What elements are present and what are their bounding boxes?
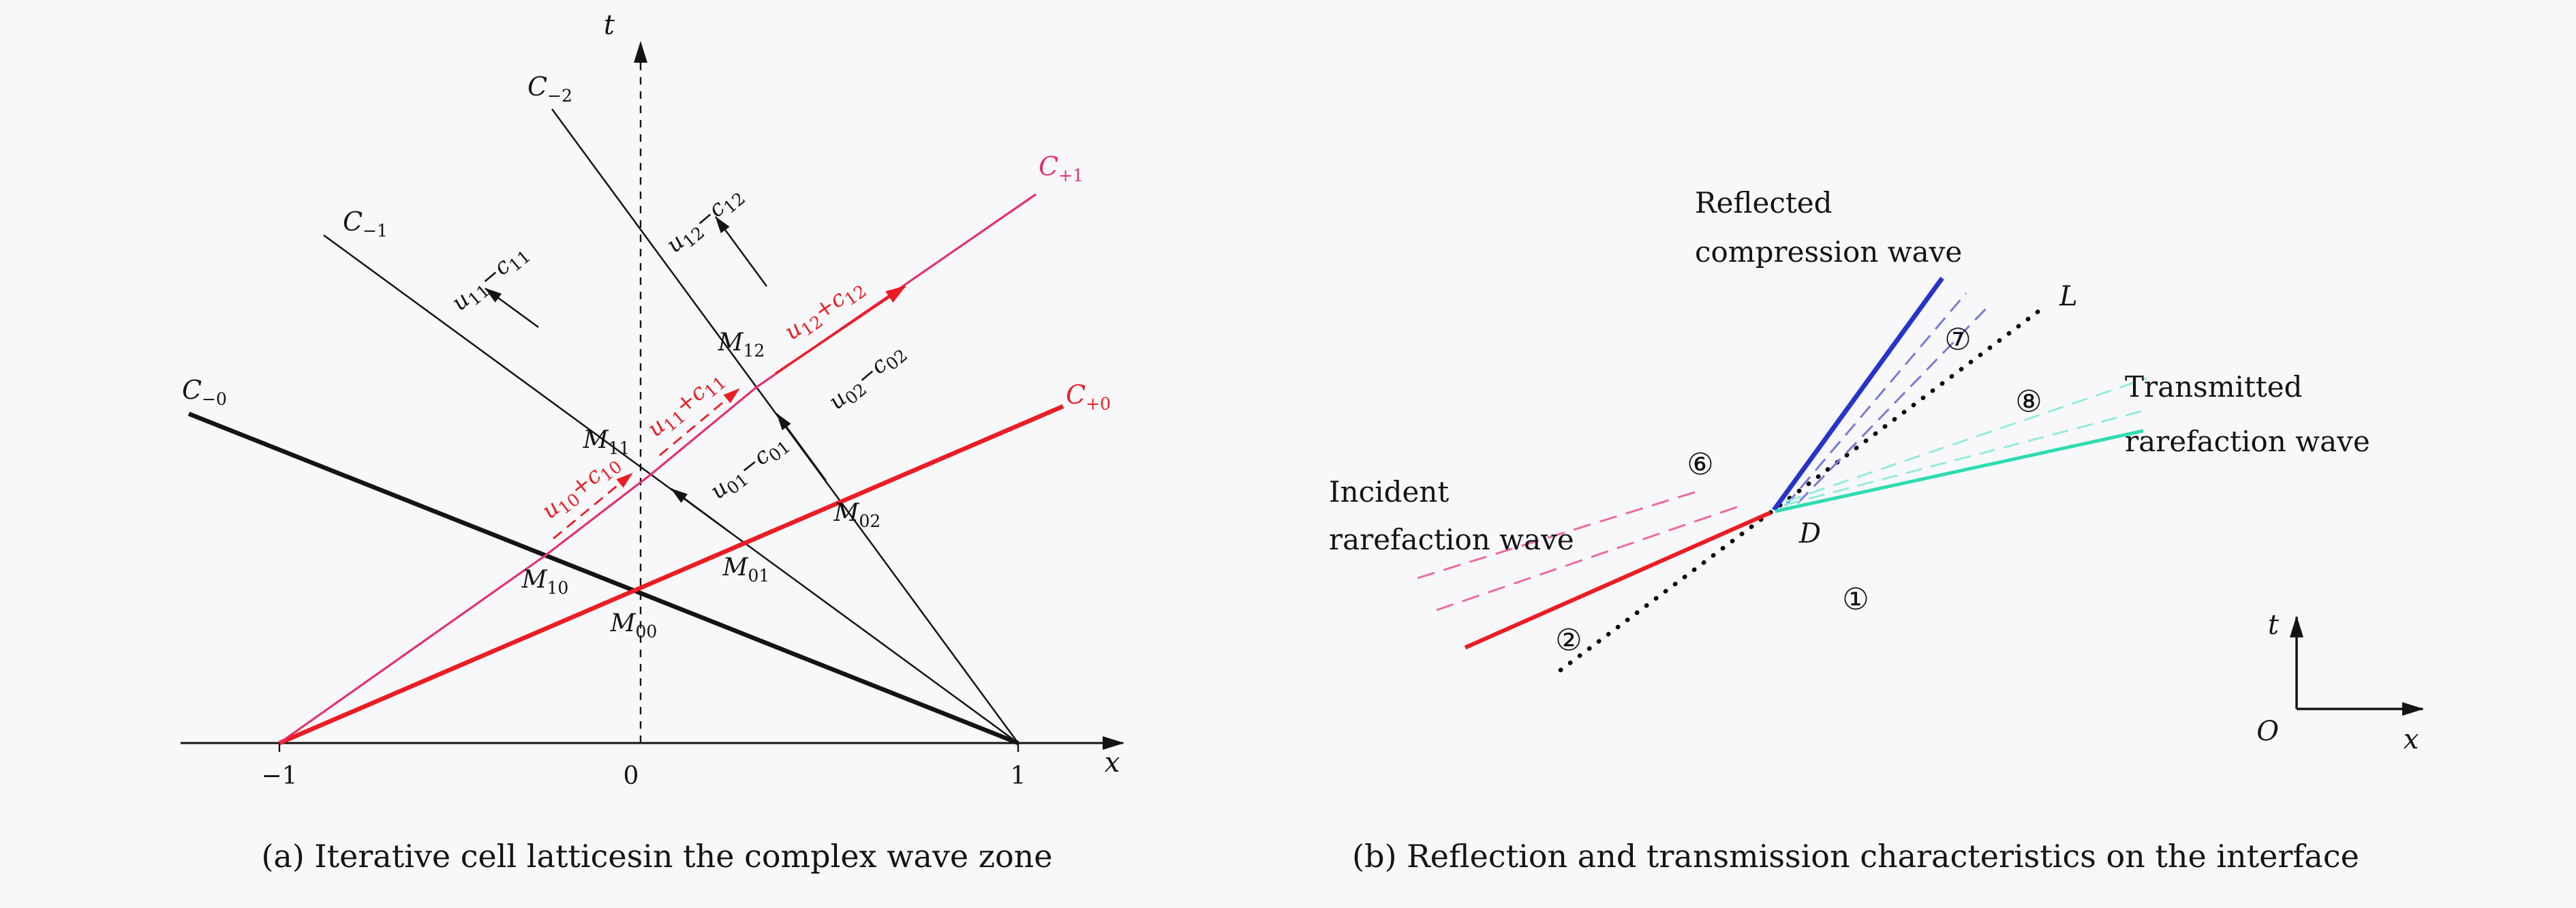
m12-label: M12 xyxy=(718,329,765,361)
c-minus-2-label: C−2 xyxy=(527,72,572,106)
c-minus-1-label: C−1 xyxy=(343,207,388,241)
region-1-badge: ① xyxy=(1842,582,1869,617)
u02-minus-arrow xyxy=(776,413,827,481)
reflected-label-line1: Reflected xyxy=(1695,186,1833,220)
tick-label-minus-one: −1 xyxy=(261,762,297,790)
c-minus-0-label: C−0 xyxy=(182,375,227,409)
u11-minus-arrow xyxy=(485,287,539,329)
u12-plus-arrow xyxy=(775,285,906,375)
m02-label: M02 xyxy=(833,499,881,531)
region-8-badge: ⑧ xyxy=(2015,384,2042,419)
point-d-label: D xyxy=(1798,518,1821,549)
tick-label-one: 1 xyxy=(1011,762,1026,790)
tick-label-zero: 0 xyxy=(624,762,639,790)
m00-label: M00 xyxy=(610,609,658,641)
t-axis-label: t xyxy=(604,10,615,41)
transmitted-wave-dashed-2 xyxy=(1783,408,2151,506)
transmitted-label-line2: rarefaction wave xyxy=(2125,425,2370,458)
mini-origin-label: O xyxy=(2256,716,2279,747)
interface-dotted-line xyxy=(1558,304,2047,673)
m01-label: M01 xyxy=(722,554,770,586)
reflected-label-line2: compression wave xyxy=(1695,235,1962,269)
c-plus-0-label: C+0 xyxy=(1066,380,1111,414)
m10-label: M10 xyxy=(521,566,569,598)
region-7-badge: ⑦ xyxy=(1944,322,1971,357)
region-6-badge: ⑥ xyxy=(1687,447,1713,482)
panel-b: Incident rarefaction wave Reflected comp… xyxy=(1329,186,2424,875)
transmitted-label-line1: Transmitted xyxy=(2125,370,2303,404)
u12-minus-label: u12−c12 xyxy=(661,180,749,261)
c-plus-1-label: C+1 xyxy=(1039,151,1084,185)
reflected-wave-solid xyxy=(1772,276,1944,512)
region-2-badge: ② xyxy=(1555,623,1582,658)
interface-label: L xyxy=(2059,281,2078,312)
u02-minus-label: u02−c02 xyxy=(823,337,911,418)
u01-minus-label: u01−c01 xyxy=(705,428,794,507)
m11-label: M11 xyxy=(583,426,630,458)
incident-label-line2: rarefaction wave xyxy=(1329,523,1574,556)
transmitted-wave-solid xyxy=(1775,429,2144,513)
u11-plus-label: u11+c11 xyxy=(642,364,730,445)
caption-a: (a) Iterative cell latticesin the comple… xyxy=(261,838,1052,875)
incident-wave-dashed-2 xyxy=(1417,488,1704,579)
u11-minus-label: u11−c11 xyxy=(446,238,534,319)
c-minus-0-line xyxy=(187,411,1019,746)
u12-plus-label: u12+c12 xyxy=(780,272,870,348)
c-plus-0-line xyxy=(278,404,1064,745)
mini-x-label: x xyxy=(2404,724,2419,755)
caption-b: (b) Reflection and transmission characte… xyxy=(1352,838,2359,875)
incident-wave-solid xyxy=(1464,511,1772,650)
reflected-wave-dashed-1 xyxy=(1784,292,1967,506)
incident-label-line1: Incident xyxy=(1329,475,1449,509)
transmitted-wave-dashed-1 xyxy=(1785,377,2147,503)
x-axis-label: x xyxy=(1105,747,1120,778)
u12-minus-arrow xyxy=(714,216,768,287)
mini-t-label: t xyxy=(2268,609,2280,641)
panel-a: t x −1 0 1 C−0 C−1 C−2 C+0 C+1 M10 M00 M… xyxy=(181,10,1124,875)
u01-minus-arrow xyxy=(671,487,730,533)
c-minus-1-line xyxy=(323,234,1019,744)
